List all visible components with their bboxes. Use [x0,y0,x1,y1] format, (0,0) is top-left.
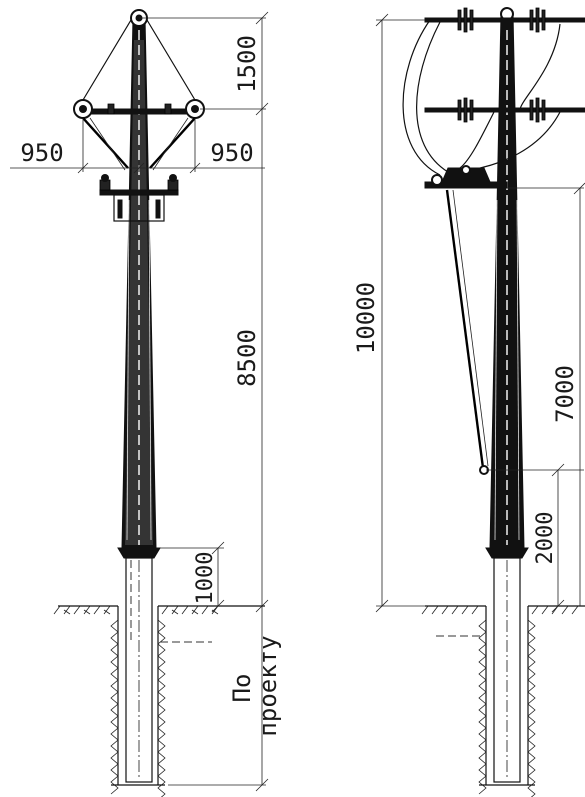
dim-left-depth: По проекту [168,606,282,792]
right-pole-shaft [489,13,525,549]
dim-left-depth-line2: проекту [254,635,282,736]
dim-right-total: 10000 [352,13,425,613]
dim-left-base-label: 1000 [193,552,218,605]
left-ground [53,605,265,797]
dim-left-base: 1000 [160,541,225,613]
right-drive-rod [445,189,584,475]
left-crossarm [73,19,205,171]
dim-left-depth-line1: По [228,674,256,703]
dim-left-top-label: 1500 [233,35,261,93]
right-foundation [485,547,529,783]
right-middle-crossarm [424,97,585,123]
dim-right-upper: 7000 [551,182,585,606]
left-pole-shaft [121,17,157,549]
right-equipment [424,165,584,189]
left-bracket [99,174,179,222]
dim-left-main-label: 8500 [233,329,261,387]
dim-right-lower: 2000 [533,463,565,613]
dim-left-arm-right-label: 950 [210,139,253,167]
right-pole-view: 10000 7000 2000 [352,7,585,797]
dim-left-arm-left-label: 950 [20,139,63,167]
left-pole-view: 1500 950 950 8500 1000 [10,9,282,797]
right-cables [402,19,561,176]
dim-left-top: 1500 [139,11,269,116]
right-ground [421,605,585,797]
dim-right-upper-label: 7000 [551,365,579,423]
dim-right-total-label: 10000 [352,282,380,354]
left-foundation [117,547,161,783]
dim-right-lower-label: 2000 [533,512,558,565]
dim-left-arm: 950 950 [10,118,265,174]
dim-left-main: 8500 [233,109,269,613]
